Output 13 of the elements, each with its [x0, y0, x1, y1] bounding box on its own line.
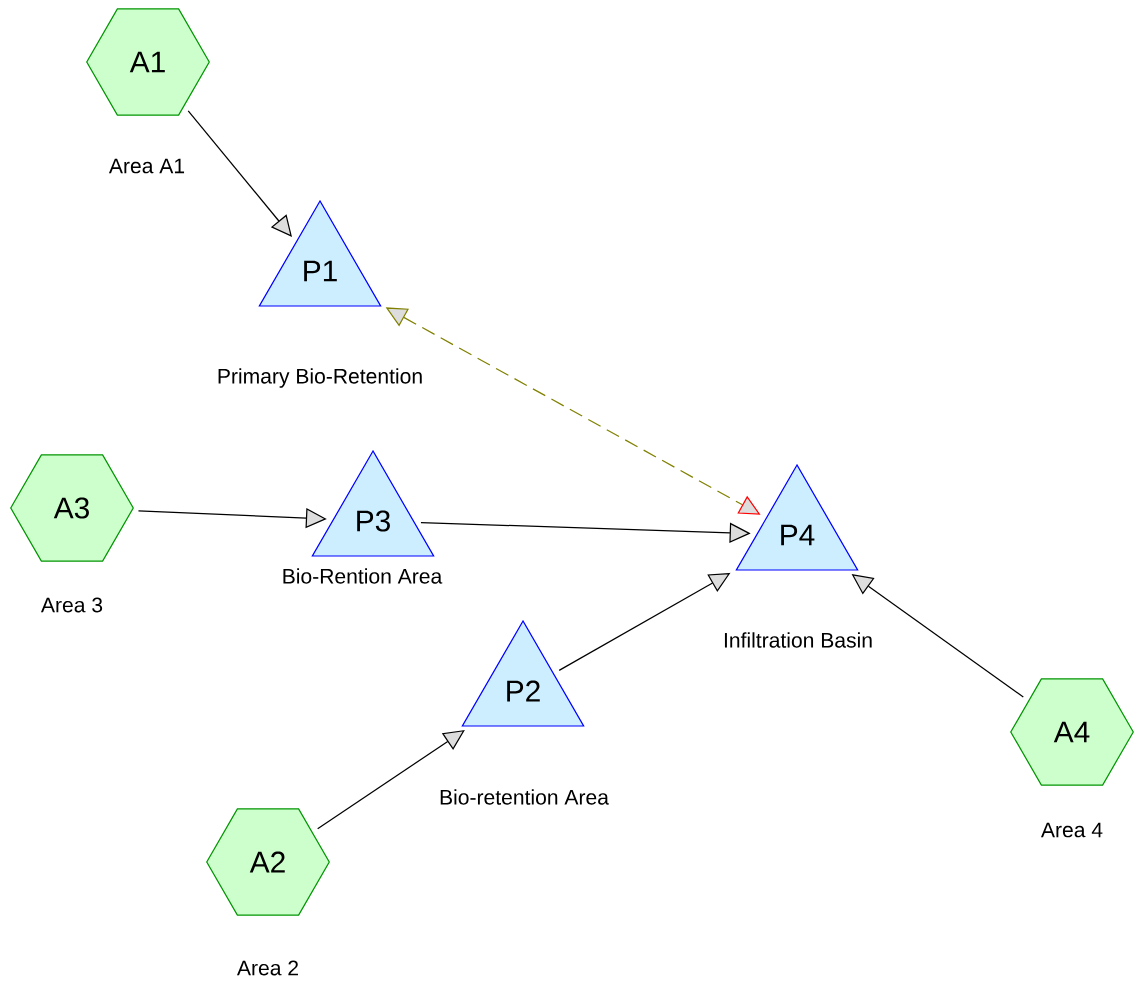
node-caption: Area A1	[108, 158, 185, 174]
node-caption: Primary Bio-Retention	[218, 368, 422, 388]
node-caption: Area 2	[236, 960, 298, 976]
node-caption: Bio-retention Area	[440, 789, 609, 805]
hexagon-node: A1	[86, 8, 210, 116]
hexagon-node: A4	[1010, 678, 1134, 786]
node-caption: Infiltration Basin	[724, 632, 872, 648]
node-caption: Area 3	[40, 597, 103, 613]
node-caption: Area 4	[1040, 822, 1103, 838]
arrow	[187, 110, 292, 237]
hexagon-node: A3	[10, 454, 134, 562]
hexagon-node: A2	[206, 808, 330, 916]
node-caption: Bio-Rention Area	[283, 568, 443, 584]
